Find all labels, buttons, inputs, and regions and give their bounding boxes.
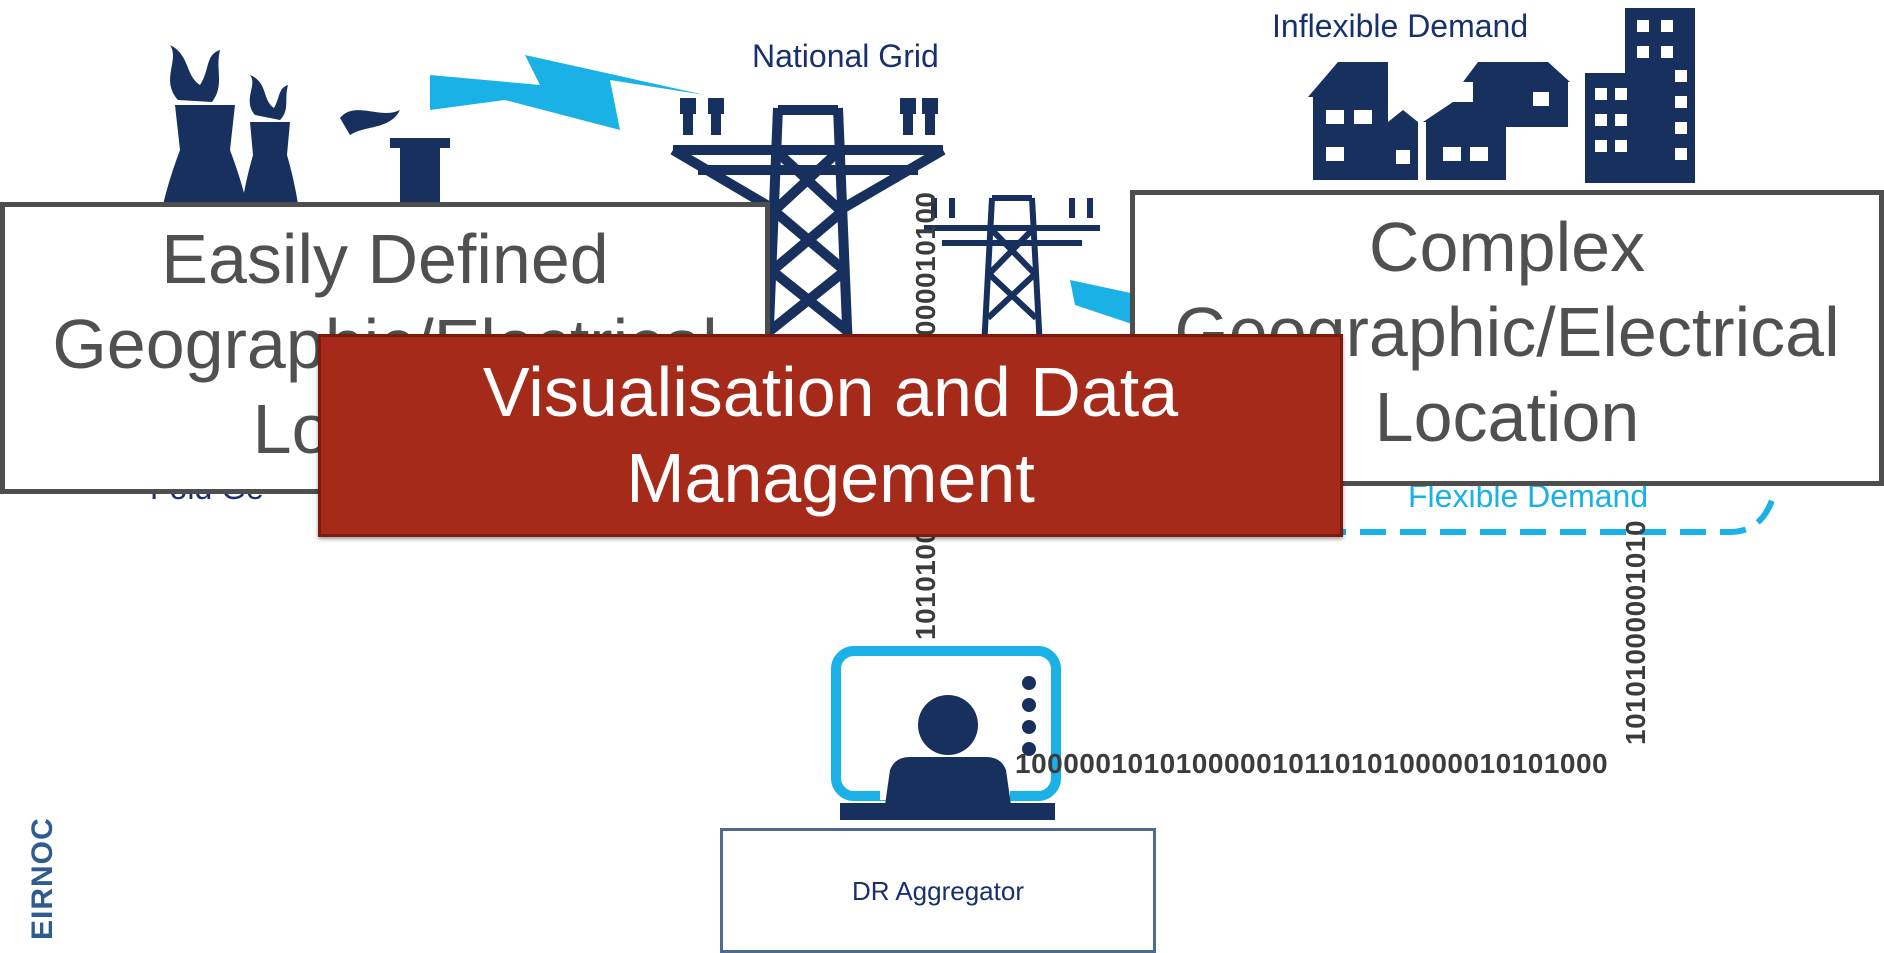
binary-stream-horizontal: 1000001010100000101101010000010101000 xyxy=(1015,748,1609,779)
pylon-icon xyxy=(670,98,946,351)
binary-stream-vertical-right: 10101000001010 xyxy=(1620,519,1651,745)
complex-line-3: Location xyxy=(1374,378,1640,456)
inflexible-demand-label: Inflexible Demand xyxy=(1272,8,1529,44)
office-building-icon xyxy=(1585,8,1695,183)
lightning-bolt-icon xyxy=(430,55,705,130)
flexible-demand-bracket xyxy=(1320,489,1778,535)
pylon-icon xyxy=(924,195,1100,349)
visualisation-line-1: Visualisation and Data xyxy=(482,353,1179,431)
operator-monitor-icon xyxy=(831,646,1061,820)
houses-icon xyxy=(1308,62,1570,180)
visualisation-data-management-box: Visualisation and Data Management xyxy=(318,334,1343,537)
easily-defined-line-1: Easily Defined xyxy=(161,220,609,298)
power-plant-icon xyxy=(160,45,450,220)
national-grid-label: National Grid xyxy=(752,38,939,74)
lightning-bolt-icon xyxy=(1070,280,1140,325)
complex-line-1: Complex xyxy=(1368,208,1646,286)
visualisation-line-2: Management xyxy=(626,439,1035,517)
dr-aggregator-box: DR Aggregator xyxy=(720,828,1156,953)
side-logo-text: EIRNOC xyxy=(26,817,59,940)
